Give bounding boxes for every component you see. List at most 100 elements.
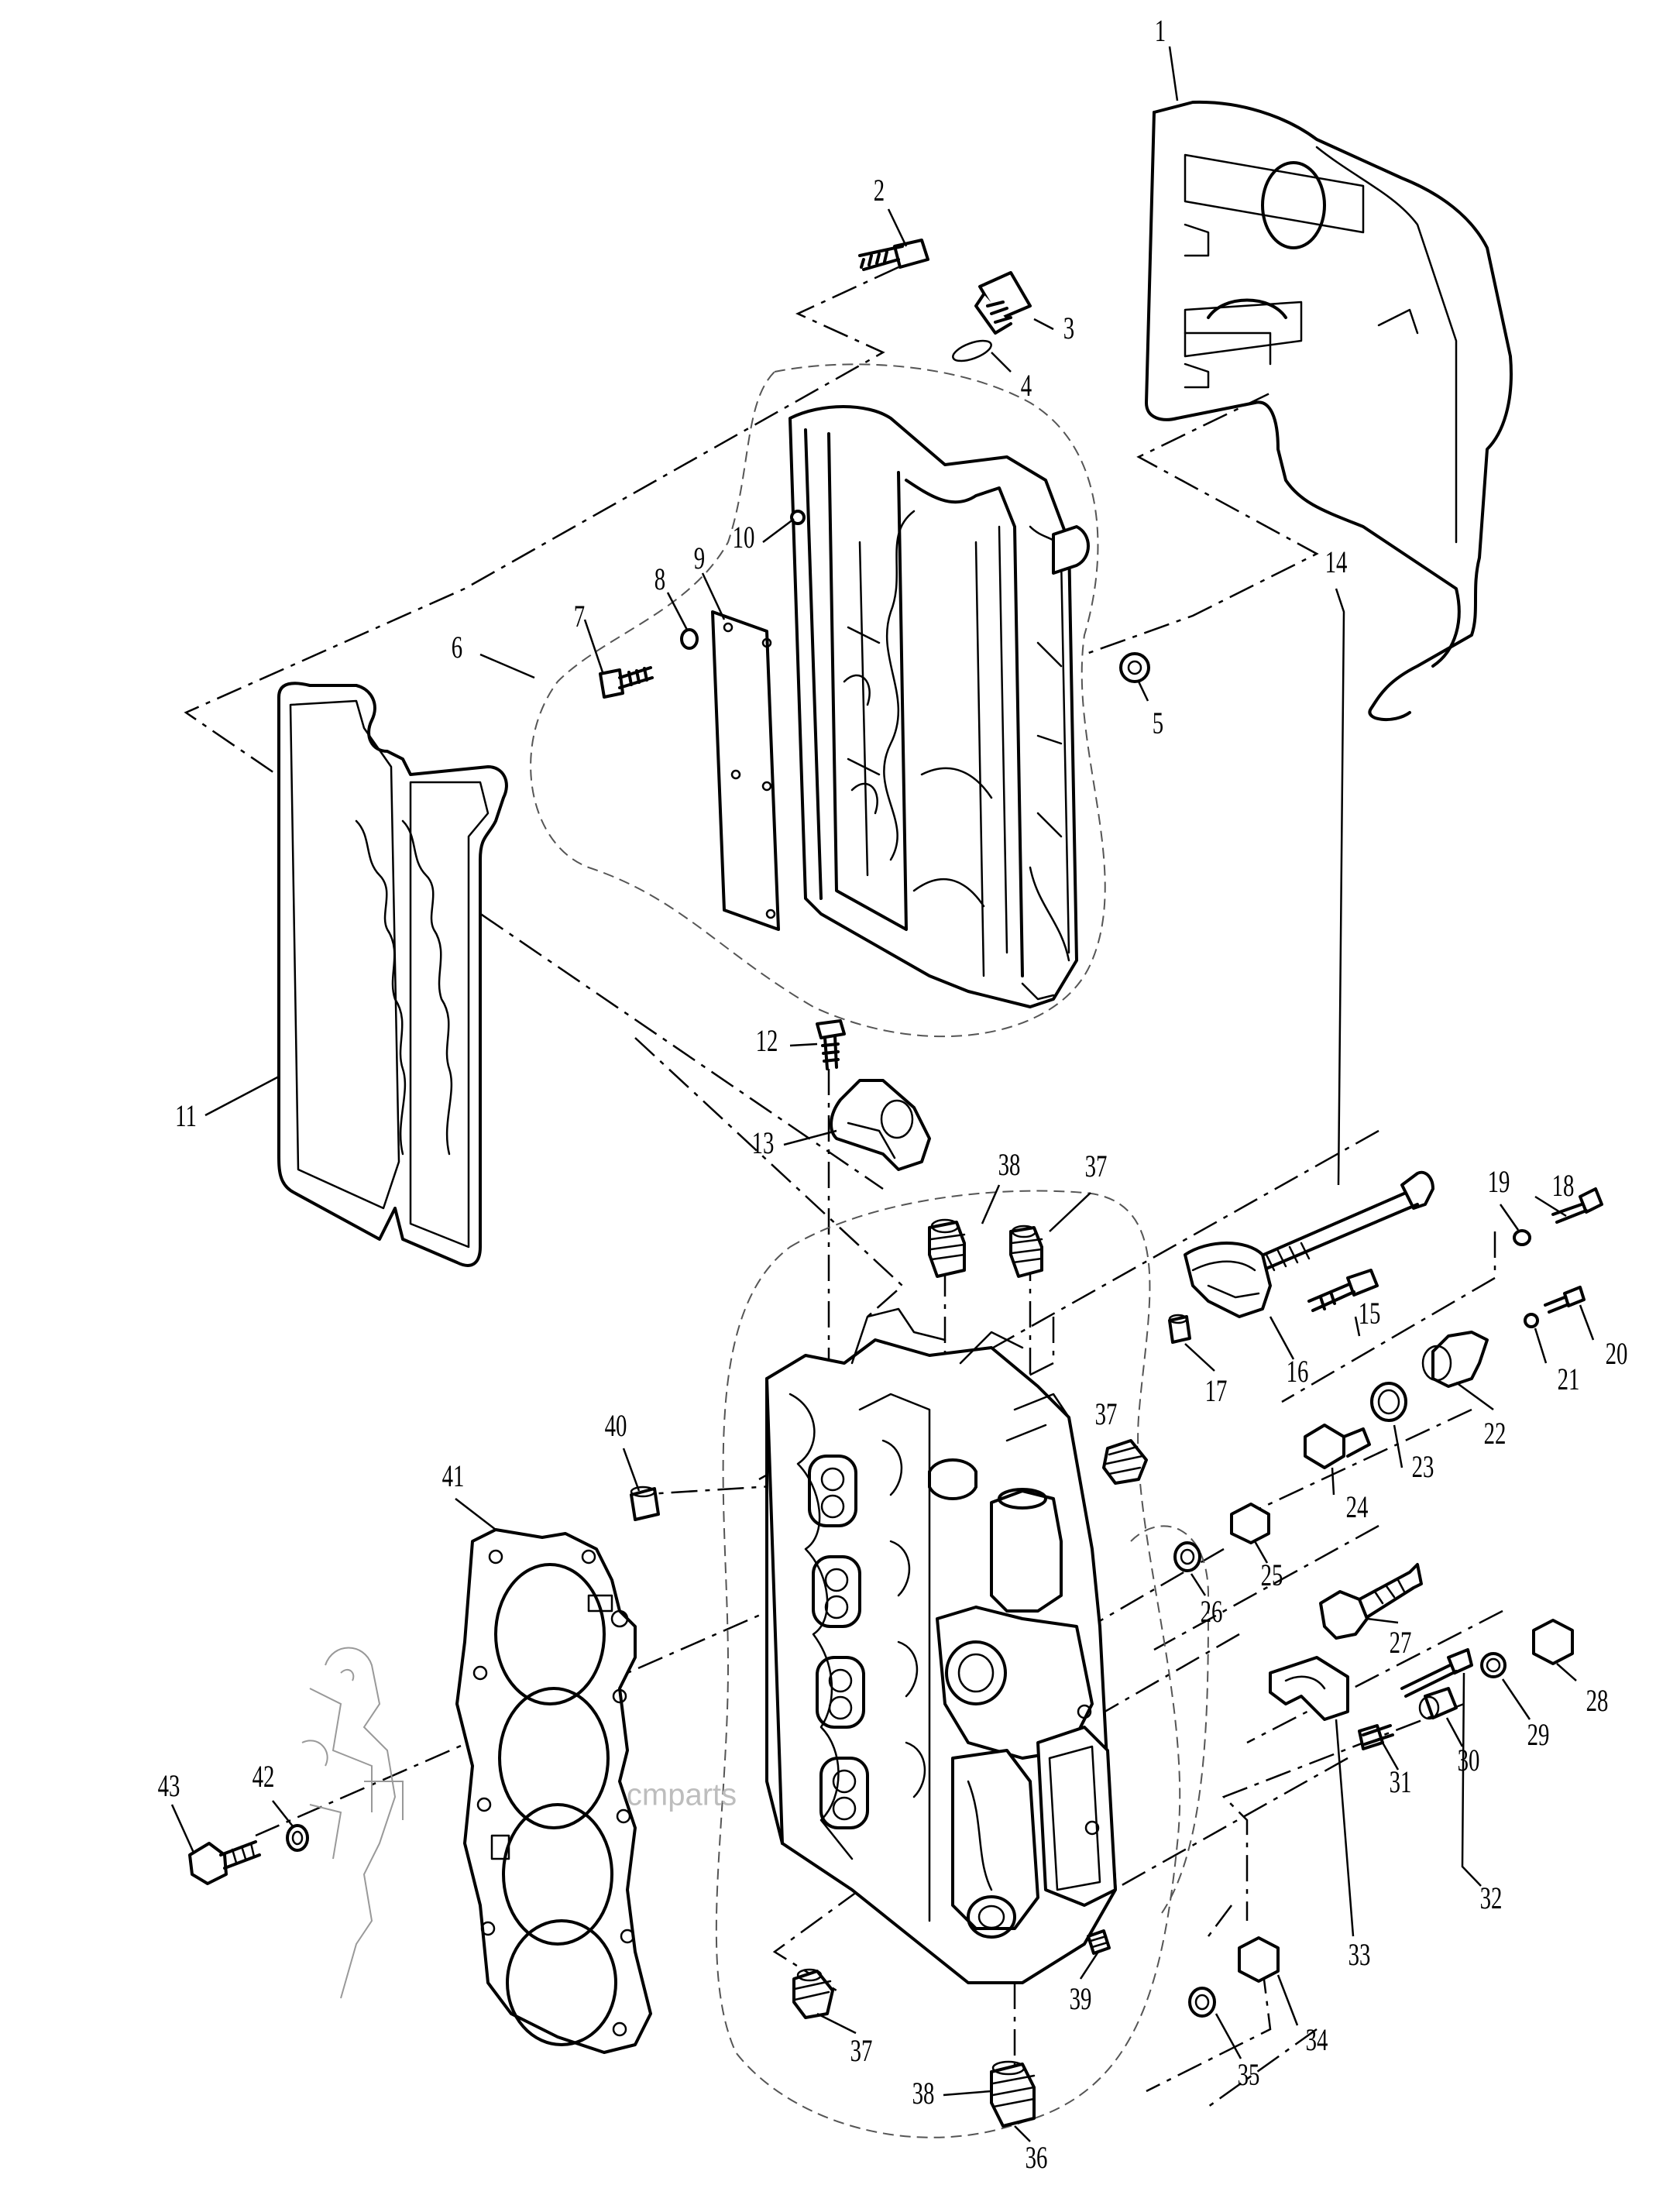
callout-40: 40: [605, 1409, 627, 1444]
part-39-plug: [1087, 1929, 1111, 1955]
callout-14: 14: [1325, 545, 1348, 580]
part-37-plug-a: [1009, 1224, 1043, 1278]
callout-38-bottom: 38: [912, 2076, 935, 2111]
callout-12: 12: [756, 1024, 778, 1059]
part-26-washer: [1173, 1541, 1201, 1572]
part-32-bolt: [1400, 1648, 1473, 1698]
part-17-dowel: [1168, 1314, 1191, 1344]
part-22-sensor: [1421, 1331, 1489, 1388]
callout-34: 34: [1306, 2023, 1328, 2058]
part-1-cover: [1145, 100, 1513, 722]
part-15-bolt: [1307, 1269, 1379, 1312]
part-23-o-ring: [1370, 1382, 1407, 1422]
callout-25: 25: [1261, 1558, 1283, 1593]
callout-2: 2: [874, 173, 885, 208]
watermark: cmparts: [627, 1778, 737, 1812]
part-38-plug-a: [928, 1218, 966, 1278]
part-38-plug-b: [990, 2060, 1036, 2128]
callout-5: 5: [1153, 706, 1163, 741]
callout-20: 20: [1606, 1337, 1628, 1372]
cylinder-head-cover-group-outline: [530, 363, 1106, 1038]
part-41-head-gasket: [455, 1528, 652, 2054]
callout-19: 19: [1488, 1165, 1510, 1200]
part-31-bolt: [1358, 1724, 1394, 1750]
callout-36: 36: [1026, 2141, 1048, 2176]
callout-23: 23: [1412, 1450, 1434, 1485]
part-11-gasket: [277, 682, 508, 1267]
part-42-washer: [286, 1824, 309, 1852]
callout-41: 41: [442, 1459, 465, 1494]
part-24-plug: [1304, 1424, 1371, 1469]
part-2-bolt: [858, 239, 929, 271]
part-13-lifting-bracket: [830, 1079, 931, 1171]
part-16-camshaft-cap: [1184, 1242, 1272, 1318]
part-27-temperature-sensor: [1319, 1563, 1423, 1640]
callout-39: 39: [1070, 1982, 1092, 2017]
callout-1: 1: [1155, 14, 1166, 49]
callout-4: 4: [1021, 369, 1032, 404]
cylinder-head-group-outline: [715, 1190, 1181, 2138]
part-5-grommet: [1119, 652, 1150, 683]
part-25-plug: [1230, 1503, 1270, 1544]
engine-block-ghost: [301, 1647, 404, 1999]
callout-28: 28: [1586, 1684, 1609, 1719]
callout-27: 27: [1390, 1626, 1412, 1661]
subassembly-outlines: [530, 363, 1210, 2138]
callout-42: 42: [253, 1760, 275, 1795]
callout-35: 35: [1238, 2058, 1260, 2093]
callout-30: 30: [1458, 1743, 1480, 1778]
callout-18: 18: [1552, 1169, 1575, 1204]
part-18-bolt: [1551, 1187, 1603, 1224]
callout-11: 11: [175, 1099, 197, 1134]
callout-38-top: 38: [998, 1148, 1021, 1183]
callout-21: 21: [1558, 1362, 1580, 1397]
part-14-long-bolt: [1253, 1170, 1434, 1274]
callout-37-bottom: 37: [850, 2034, 873, 2069]
callout-labels: 1 2 3 4 5 6 7 8 9 10 11 12 13 14 15 16 1…: [158, 14, 1628, 2176]
part-37-plug-b: [1102, 1439, 1148, 1485]
part-12-bolt: [816, 1019, 846, 1070]
part-20-bolt: [1544, 1286, 1586, 1314]
part-6-head-cover: [788, 405, 1090, 1008]
callout-13: 13: [752, 1126, 775, 1161]
part-9-cover-plate: [711, 610, 780, 931]
part-35-washer: [1188, 1987, 1216, 2018]
callout-31: 31: [1390, 1765, 1412, 1800]
callout-3: 3: [1063, 311, 1074, 346]
callout-37-right: 37: [1095, 1397, 1118, 1432]
part-4-o-ring: [952, 339, 992, 362]
callout-37-top: 37: [1085, 1149, 1108, 1184]
part-36-cylinder-head: [765, 1307, 1117, 1984]
callout-29: 29: [1527, 1718, 1550, 1753]
part-8-washer: [680, 628, 699, 650]
callout-33: 33: [1349, 1938, 1371, 1973]
part-43-bolt: [188, 1840, 261, 1885]
part-28-plug: [1532, 1619, 1574, 1665]
part-29-o-ring: [1480, 1652, 1507, 1678]
part-34-plug: [1238, 1936, 1280, 1983]
leader-lines: [170, 46, 1595, 2142]
callout-32: 32: [1480, 1881, 1503, 1916]
callout-10: 10: [733, 520, 755, 555]
callout-22: 22: [1484, 1417, 1507, 1451]
callout-17: 17: [1205, 1374, 1228, 1409]
callout-24: 24: [1346, 1490, 1369, 1525]
part-21-washer: [1524, 1313, 1539, 1328]
part-7-bolt: [599, 666, 654, 699]
callout-6: 6: [452, 630, 462, 665]
intake-ports: [808, 1455, 869, 1829]
callout-8: 8: [654, 562, 665, 597]
callout-9: 9: [694, 541, 705, 576]
callout-16: 16: [1287, 1355, 1309, 1389]
part-30-collar: [1418, 1687, 1458, 1720]
part-10-stud: [790, 510, 806, 525]
part-33-camshaft-cap: [1269, 1656, 1349, 1721]
callout-26: 26: [1201, 1595, 1223, 1630]
callout-7: 7: [574, 599, 585, 634]
part-37-plug-c: [792, 1968, 834, 2019]
callout-15: 15: [1359, 1297, 1381, 1331]
part-40-dowel: [630, 1486, 660, 1521]
sensor-group-outline: [1130, 1525, 1210, 1914]
part-3-oil-filler-cap: [974, 271, 1032, 335]
